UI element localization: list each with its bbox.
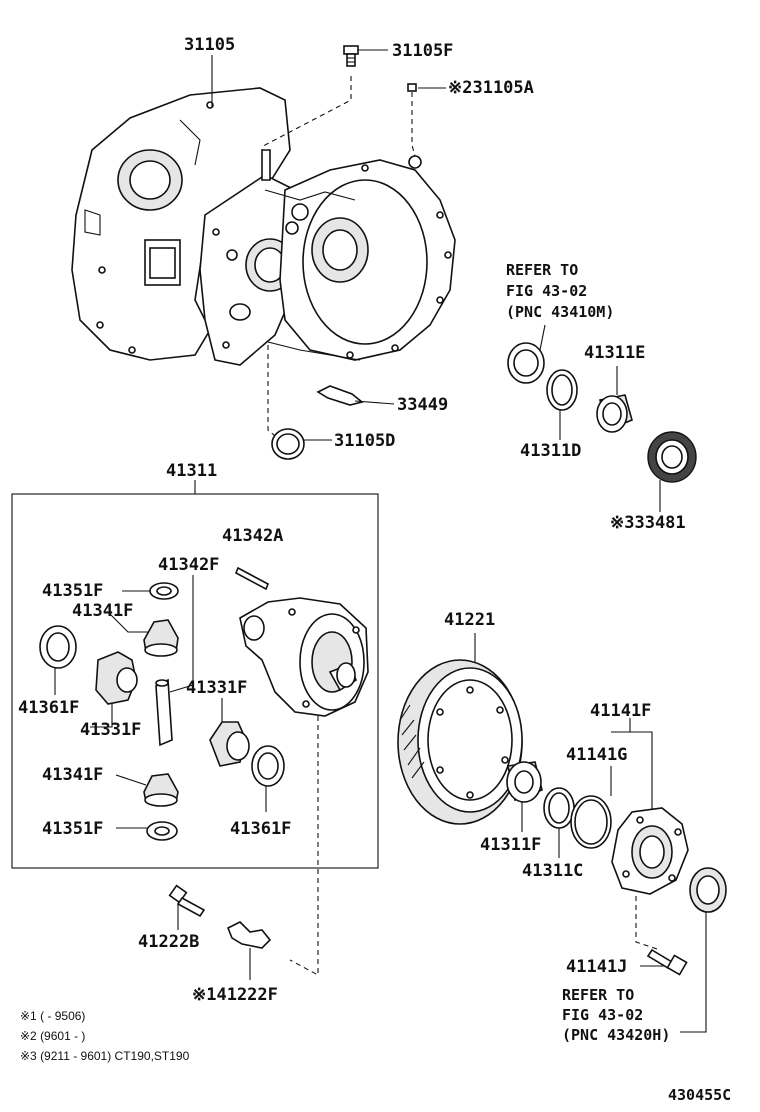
label-41341F-bottom: 41341F xyxy=(42,765,103,785)
label-31105: 31105 xyxy=(184,35,235,55)
shaft-41342F-icon xyxy=(155,678,173,747)
ref-top-line1: REFER TO xyxy=(506,261,578,279)
label-41141G: 41141G xyxy=(566,745,627,765)
label-41311F: 41311F xyxy=(480,835,541,855)
oil-seal-31105D-icon xyxy=(271,428,305,460)
label-41331F-left: 41331F xyxy=(80,720,141,740)
label-41351F-bottom: 41351F xyxy=(42,819,103,839)
label-41141J: 41141J xyxy=(566,957,627,977)
bolt-41141J-icon xyxy=(646,948,688,976)
gear-41341F-top-icon xyxy=(143,619,179,657)
label-31105D: 31105D xyxy=(334,431,395,451)
label-41342A: 41342A xyxy=(222,526,283,546)
ref-top-line2: FIG 43-02 xyxy=(506,282,587,300)
label-31105F: 31105F xyxy=(392,41,453,61)
label-41342F: 41342F xyxy=(158,555,219,575)
lock-plate-41222F-icon xyxy=(226,921,272,949)
pinion-41331F-left-icon xyxy=(95,651,138,705)
label-41141F: 41141F xyxy=(590,701,651,721)
label-41361F-left: 41361F xyxy=(18,698,79,718)
seal-33449-icon xyxy=(316,385,364,406)
diagram-code: 430455C xyxy=(668,1086,731,1104)
retainer-41141F-icon xyxy=(611,807,689,895)
differential-case-icon xyxy=(239,597,369,717)
ref-bottom-line1: REFER TO xyxy=(562,986,634,1004)
ref-bottom-line3: (PNC 43420H) xyxy=(562,1026,670,1044)
bolt-41222B-icon xyxy=(168,884,206,918)
ref-bottom-line2: FIG 43-02 xyxy=(562,1006,643,1024)
label-41221: 41221 xyxy=(444,610,495,630)
label-41222B: 41222B xyxy=(138,932,199,952)
label-41351F-top: 41351F xyxy=(42,581,103,601)
bearing-41311F-icon xyxy=(506,761,543,803)
gear-41341F-bottom-icon xyxy=(143,773,179,807)
note-3: ※3 (9211 - 9601) CT190,ST190 xyxy=(20,1049,190,1063)
transaxle-case-drawing xyxy=(71,87,456,366)
label-41311C: 41311C xyxy=(522,861,583,881)
label-31105A: ※231105A xyxy=(448,78,534,98)
ref-top-line3: (PNC 43410M) xyxy=(506,303,614,321)
label-41331F-right: 41331F xyxy=(186,678,247,698)
note-1: ※1 ( - 9506) xyxy=(20,1009,85,1023)
oil-seal-right-icon xyxy=(689,867,727,913)
label-33449: 33449 xyxy=(397,395,448,415)
label-41222F: ※141222F xyxy=(192,985,278,1005)
label-41311E: 41311E xyxy=(584,343,645,363)
pinion-41331F-right-icon xyxy=(209,721,250,767)
ring-gear-41221-icon xyxy=(397,659,523,825)
label-41361F-right: 41361F xyxy=(230,819,291,839)
label-41341F-top: 41341F xyxy=(72,601,133,621)
bearing-group-top xyxy=(507,342,697,483)
label-41311: 41311 xyxy=(166,461,217,481)
note-2: ※2 (9601 - ) xyxy=(20,1029,85,1043)
pin-41342A-icon xyxy=(234,566,270,591)
label-41311D: 41311D xyxy=(520,441,581,461)
bolt-31105F-icon xyxy=(343,45,359,67)
plug-31105A-icon xyxy=(407,83,417,92)
label-33481: ※333481 xyxy=(610,513,686,533)
